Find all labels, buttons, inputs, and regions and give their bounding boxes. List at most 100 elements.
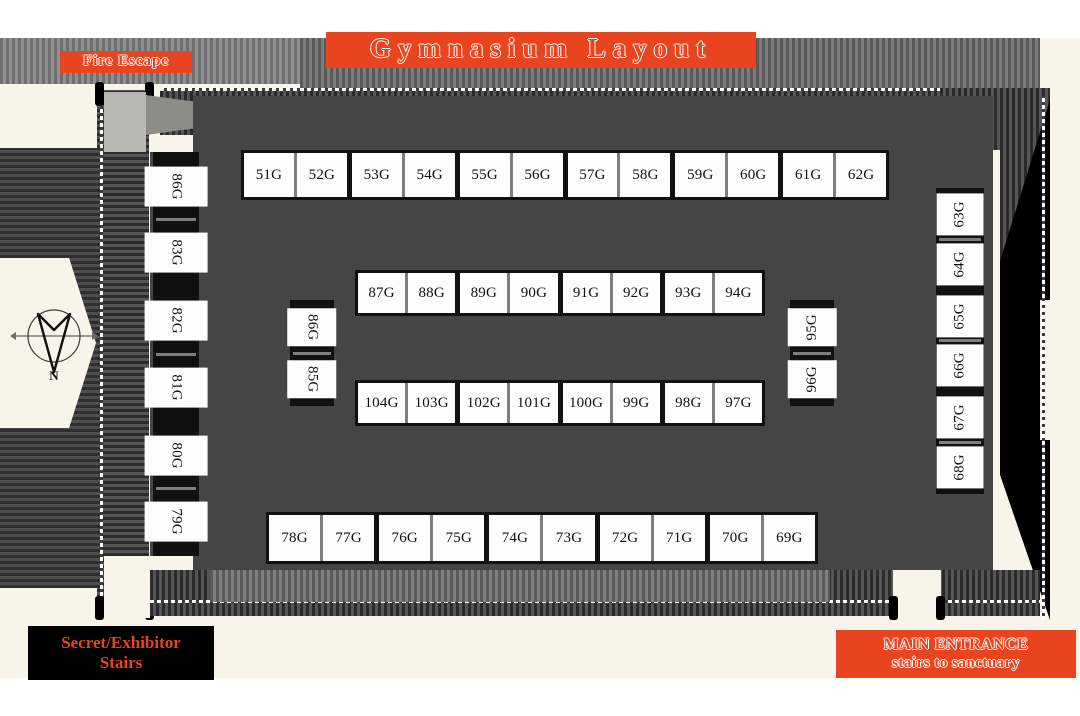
booth-divider — [939, 287, 981, 293]
booth-cell[interactable]: 90G — [510, 273, 558, 313]
booth-label: 51G — [255, 166, 283, 183]
booth-divider — [540, 515, 544, 561]
booth-divider — [509, 153, 513, 197]
booth-cell[interactable]: 98G — [664, 383, 712, 423]
booth-cell[interactable]: 91G — [562, 273, 610, 313]
booth-divider — [609, 273, 613, 313]
door-marker-bottom-right-a — [889, 596, 898, 620]
booth-cell[interactable]: 93G — [664, 273, 712, 313]
booth-cell[interactable]: 68G — [936, 446, 984, 489]
booth-cell[interactable]: 70G — [709, 515, 761, 561]
booth-divider — [594, 515, 600, 561]
booth-cell[interactable]: 86G — [287, 308, 337, 347]
booth-cell[interactable]: 88G — [408, 273, 456, 313]
booth-divider — [557, 383, 563, 423]
booth-cell[interactable]: 56G — [512, 153, 563, 197]
booth-cell[interactable]: 51G — [244, 153, 294, 197]
booth-divider — [659, 383, 665, 423]
booth-divider — [793, 351, 831, 355]
booth-cell[interactable]: 63G — [936, 193, 984, 236]
booth-label: 86G — [168, 173, 185, 200]
booth-cell[interactable]: 55G — [459, 153, 510, 197]
booth-label: 97G — [725, 394, 752, 411]
booth-divider — [711, 383, 715, 423]
booth-cell[interactable]: 72G — [599, 515, 651, 561]
booth-divider — [507, 383, 511, 423]
booth-cell[interactable]: 69G — [763, 515, 815, 561]
booth-cell[interactable]: 80G — [144, 435, 208, 476]
booth-cell[interactable]: 64G — [936, 243, 984, 286]
wall-right-dashed-line — [1042, 96, 1045, 620]
booth-cell[interactable]: 65G — [936, 295, 984, 338]
booth-cell[interactable]: 99G — [612, 383, 660, 423]
booth-label: 98G — [675, 394, 702, 411]
booth-label: 103G — [414, 394, 449, 411]
booth-label: 55G — [471, 166, 498, 183]
booth-cell[interactable]: 101G — [510, 383, 558, 423]
booth-divider — [939, 237, 981, 241]
booth-cell[interactable]: 83G — [144, 232, 208, 273]
compass-rose: N — [8, 296, 100, 388]
booth-label: 61G — [794, 166, 822, 183]
booth-label: 73G — [555, 529, 583, 546]
booth-label: 99G — [622, 394, 650, 411]
booth-cell[interactable]: 73G — [543, 515, 595, 561]
booth-cell[interactable]: 60G — [728, 153, 779, 197]
booth-cell[interactable]: 87G — [358, 273, 406, 313]
booth-divider — [725, 153, 729, 197]
booth-label: 90G — [520, 284, 548, 301]
booth-label: 80G — [168, 442, 185, 469]
booth-cell[interactable]: 86G — [144, 166, 208, 207]
booth-cell[interactable]: 71G — [653, 515, 705, 561]
booth-cell[interactable]: 96G — [787, 359, 837, 398]
booth-label: 100G — [568, 394, 604, 411]
booth-cell[interactable]: 102G — [460, 383, 508, 423]
booth-cell[interactable]: 103G — [408, 383, 456, 423]
booth-cell[interactable]: 67G — [936, 396, 984, 439]
booth-cell[interactable]: 75G — [433, 515, 485, 561]
booth-cell[interactable]: 58G — [620, 153, 671, 197]
booth-cell[interactable]: 92G — [612, 273, 660, 313]
booth-cell[interactable]: 89G — [460, 273, 508, 313]
booth-cell[interactable]: 57G — [567, 153, 618, 197]
booth-label: 96G — [803, 365, 820, 392]
booth-cell[interactable]: 61G — [783, 153, 834, 197]
booth-cell[interactable]: 97G — [714, 383, 762, 423]
booth-cell[interactable]: 78G — [269, 515, 321, 561]
booth-cell[interactable]: 82G — [144, 300, 208, 341]
booth-label: 104G — [364, 394, 399, 411]
booth-label: 83G — [168, 239, 185, 266]
booth-cell[interactable]: 54G — [404, 153, 455, 197]
booth-label: 82G — [168, 307, 185, 335]
booth-cell[interactable]: 77G — [323, 515, 375, 561]
booth-cell[interactable]: 62G — [836, 153, 887, 197]
booth-divider — [346, 153, 352, 197]
booth-cell[interactable]: 104G — [358, 383, 406, 423]
booth-label: 75G — [445, 529, 473, 546]
booth-cell[interactable]: 79G — [144, 501, 208, 542]
booth-cell[interactable]: 52G — [296, 153, 347, 197]
booth-divider — [760, 515, 764, 561]
booth-cell[interactable]: 100G — [562, 383, 610, 423]
booth-cell[interactable]: 81G — [144, 367, 208, 408]
label-main-entrance-line1: MAIN ENTRANCE — [883, 635, 1029, 653]
booth-cell[interactable]: 76G — [379, 515, 431, 561]
booth-cell[interactable]: 94G — [714, 273, 762, 313]
door-marker-top-left-b — [145, 82, 154, 106]
booth-cell[interactable]: 66G — [936, 344, 984, 387]
wall-left-dashed-line — [100, 90, 103, 610]
booth-label: 67G — [951, 404, 968, 431]
booth-divider — [711, 273, 715, 313]
booth-divider — [320, 515, 324, 561]
booth-cell[interactable]: 53G — [351, 153, 402, 197]
booth-divider — [557, 273, 563, 313]
booth-cell[interactable]: 59G — [675, 153, 726, 197]
booth-divider — [405, 383, 409, 423]
booth-cell[interactable]: 95G — [787, 308, 837, 347]
booth-cell[interactable]: 85G — [287, 359, 337, 398]
booth-cell[interactable]: 74G — [489, 515, 541, 561]
booth-label: 77G — [335, 529, 362, 546]
booth-label: 85G — [304, 365, 321, 392]
